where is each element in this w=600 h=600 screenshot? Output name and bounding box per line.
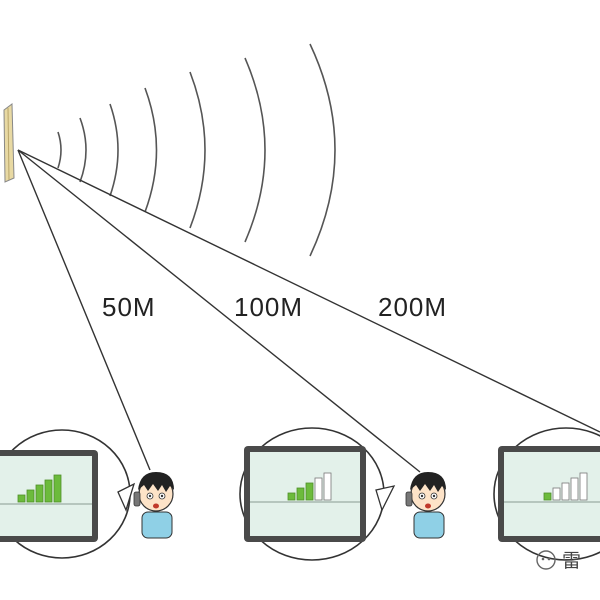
line-200m xyxy=(17,149,600,433)
signal-bar-unlit xyxy=(552,487,561,501)
signal-bars xyxy=(287,472,332,501)
signal-waves xyxy=(57,43,336,257)
signal-bar-unlit xyxy=(314,477,323,501)
signal-bar-lit xyxy=(296,487,305,501)
phone-screen xyxy=(244,446,366,542)
wechat-icon xyxy=(536,549,556,570)
signal-bar-lit xyxy=(543,492,552,501)
signal-bar-unlit xyxy=(323,472,332,501)
signal-bubble-50m xyxy=(0,429,136,559)
signal-wave-arc xyxy=(109,103,119,197)
line-50m xyxy=(17,149,151,471)
signal-bar-lit xyxy=(35,484,44,503)
signal-wave-arc xyxy=(57,131,62,169)
signal-wave-arc xyxy=(79,117,87,183)
signal-wave-arc xyxy=(309,43,336,257)
line-100m xyxy=(17,149,421,473)
watermark-text: 雷 xyxy=(562,550,582,572)
signal-bar-unlit xyxy=(570,477,579,501)
signal-bubble-200m xyxy=(493,427,600,561)
signal-bar-lit xyxy=(44,479,53,503)
signal-wave-arc xyxy=(189,71,206,229)
signal-bar-lit xyxy=(17,494,26,503)
signal-bar-lit xyxy=(287,492,296,501)
connection-lines xyxy=(17,149,600,473)
signal-bar-unlit xyxy=(561,482,570,501)
signal-wave-arc xyxy=(144,87,158,213)
person-figure xyxy=(405,472,446,539)
signal-bars xyxy=(17,474,62,503)
signal-bar-lit xyxy=(305,482,314,501)
signal-bar-unlit xyxy=(579,472,588,501)
distance-label-100m: 100M xyxy=(234,292,304,322)
signal-bar-lit xyxy=(53,474,62,503)
signal-bar-lit xyxy=(26,489,35,503)
signal-bubble-100m xyxy=(239,427,396,561)
antenna-icon xyxy=(3,103,15,183)
signal-wave-arc xyxy=(244,57,266,243)
watermark: 雷 xyxy=(536,546,581,573)
distance-label-50m: 50M xyxy=(102,292,156,322)
signal-bars xyxy=(543,472,588,501)
person-figure xyxy=(133,472,174,539)
distance-label-200m: 200M xyxy=(378,292,448,322)
